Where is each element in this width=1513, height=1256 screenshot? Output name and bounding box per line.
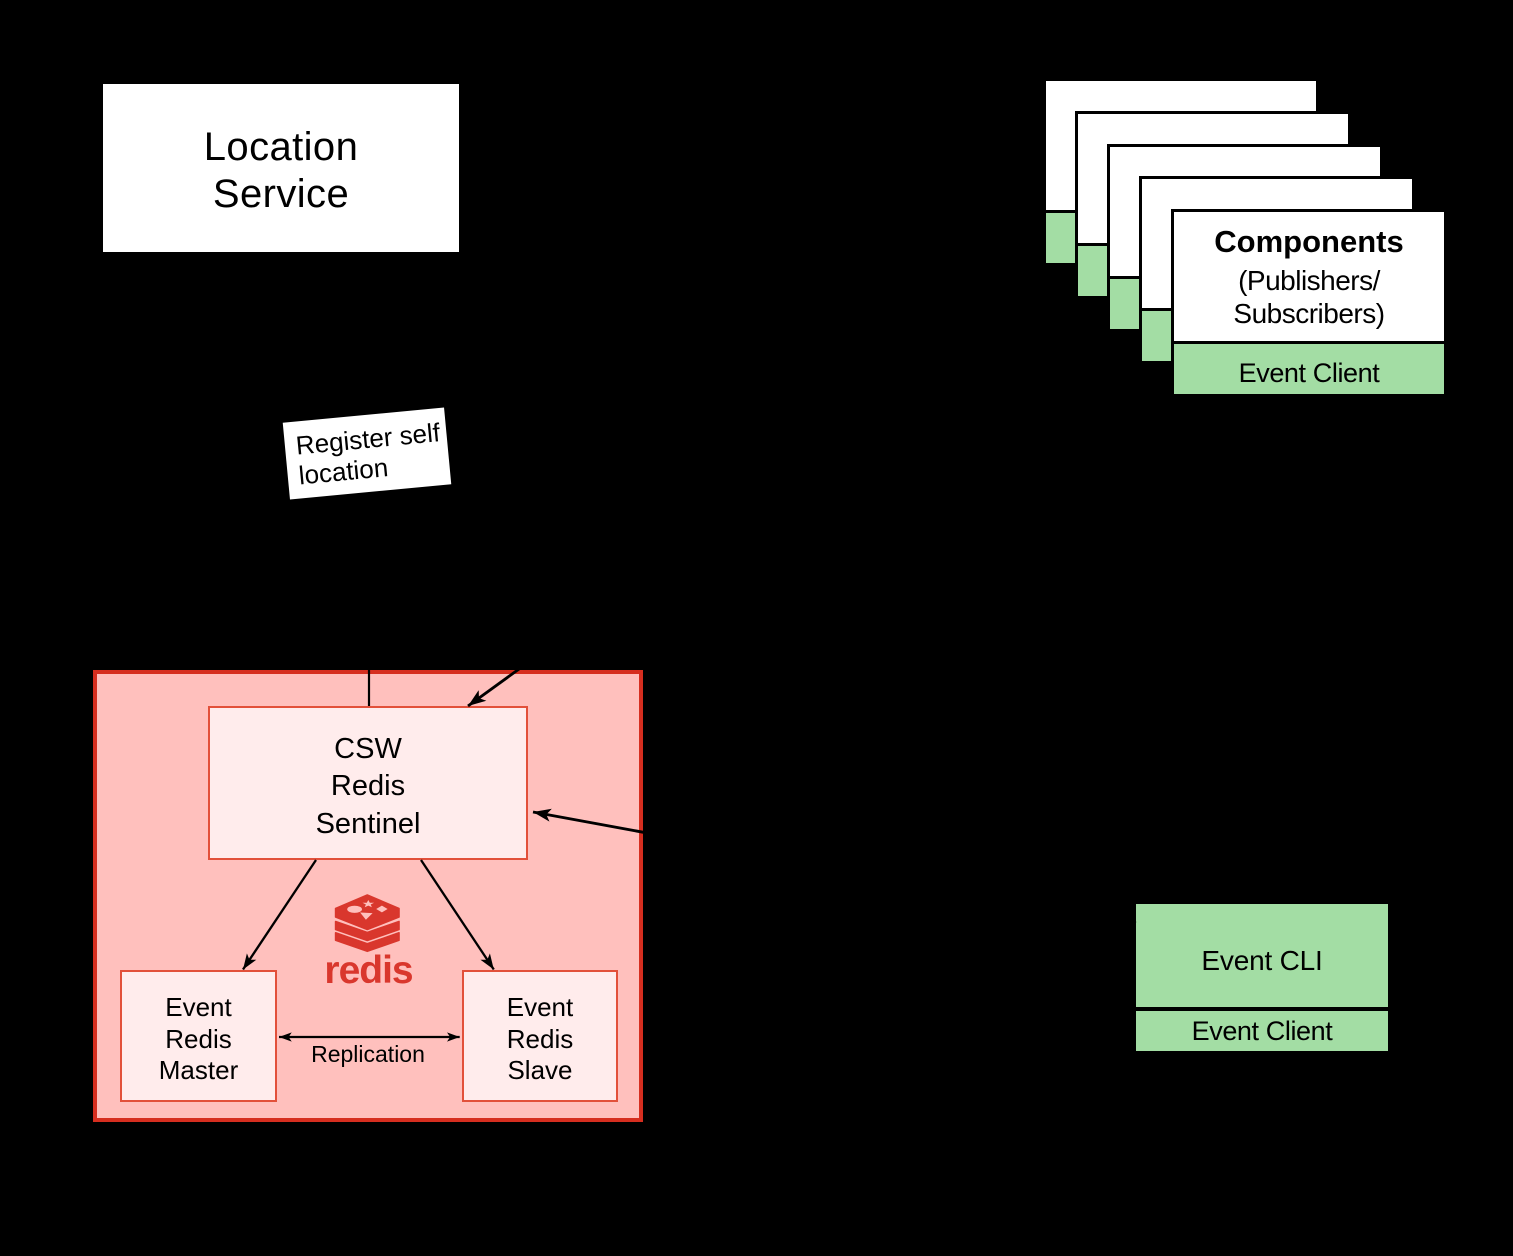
svg-text:redis: redis (324, 949, 413, 989)
